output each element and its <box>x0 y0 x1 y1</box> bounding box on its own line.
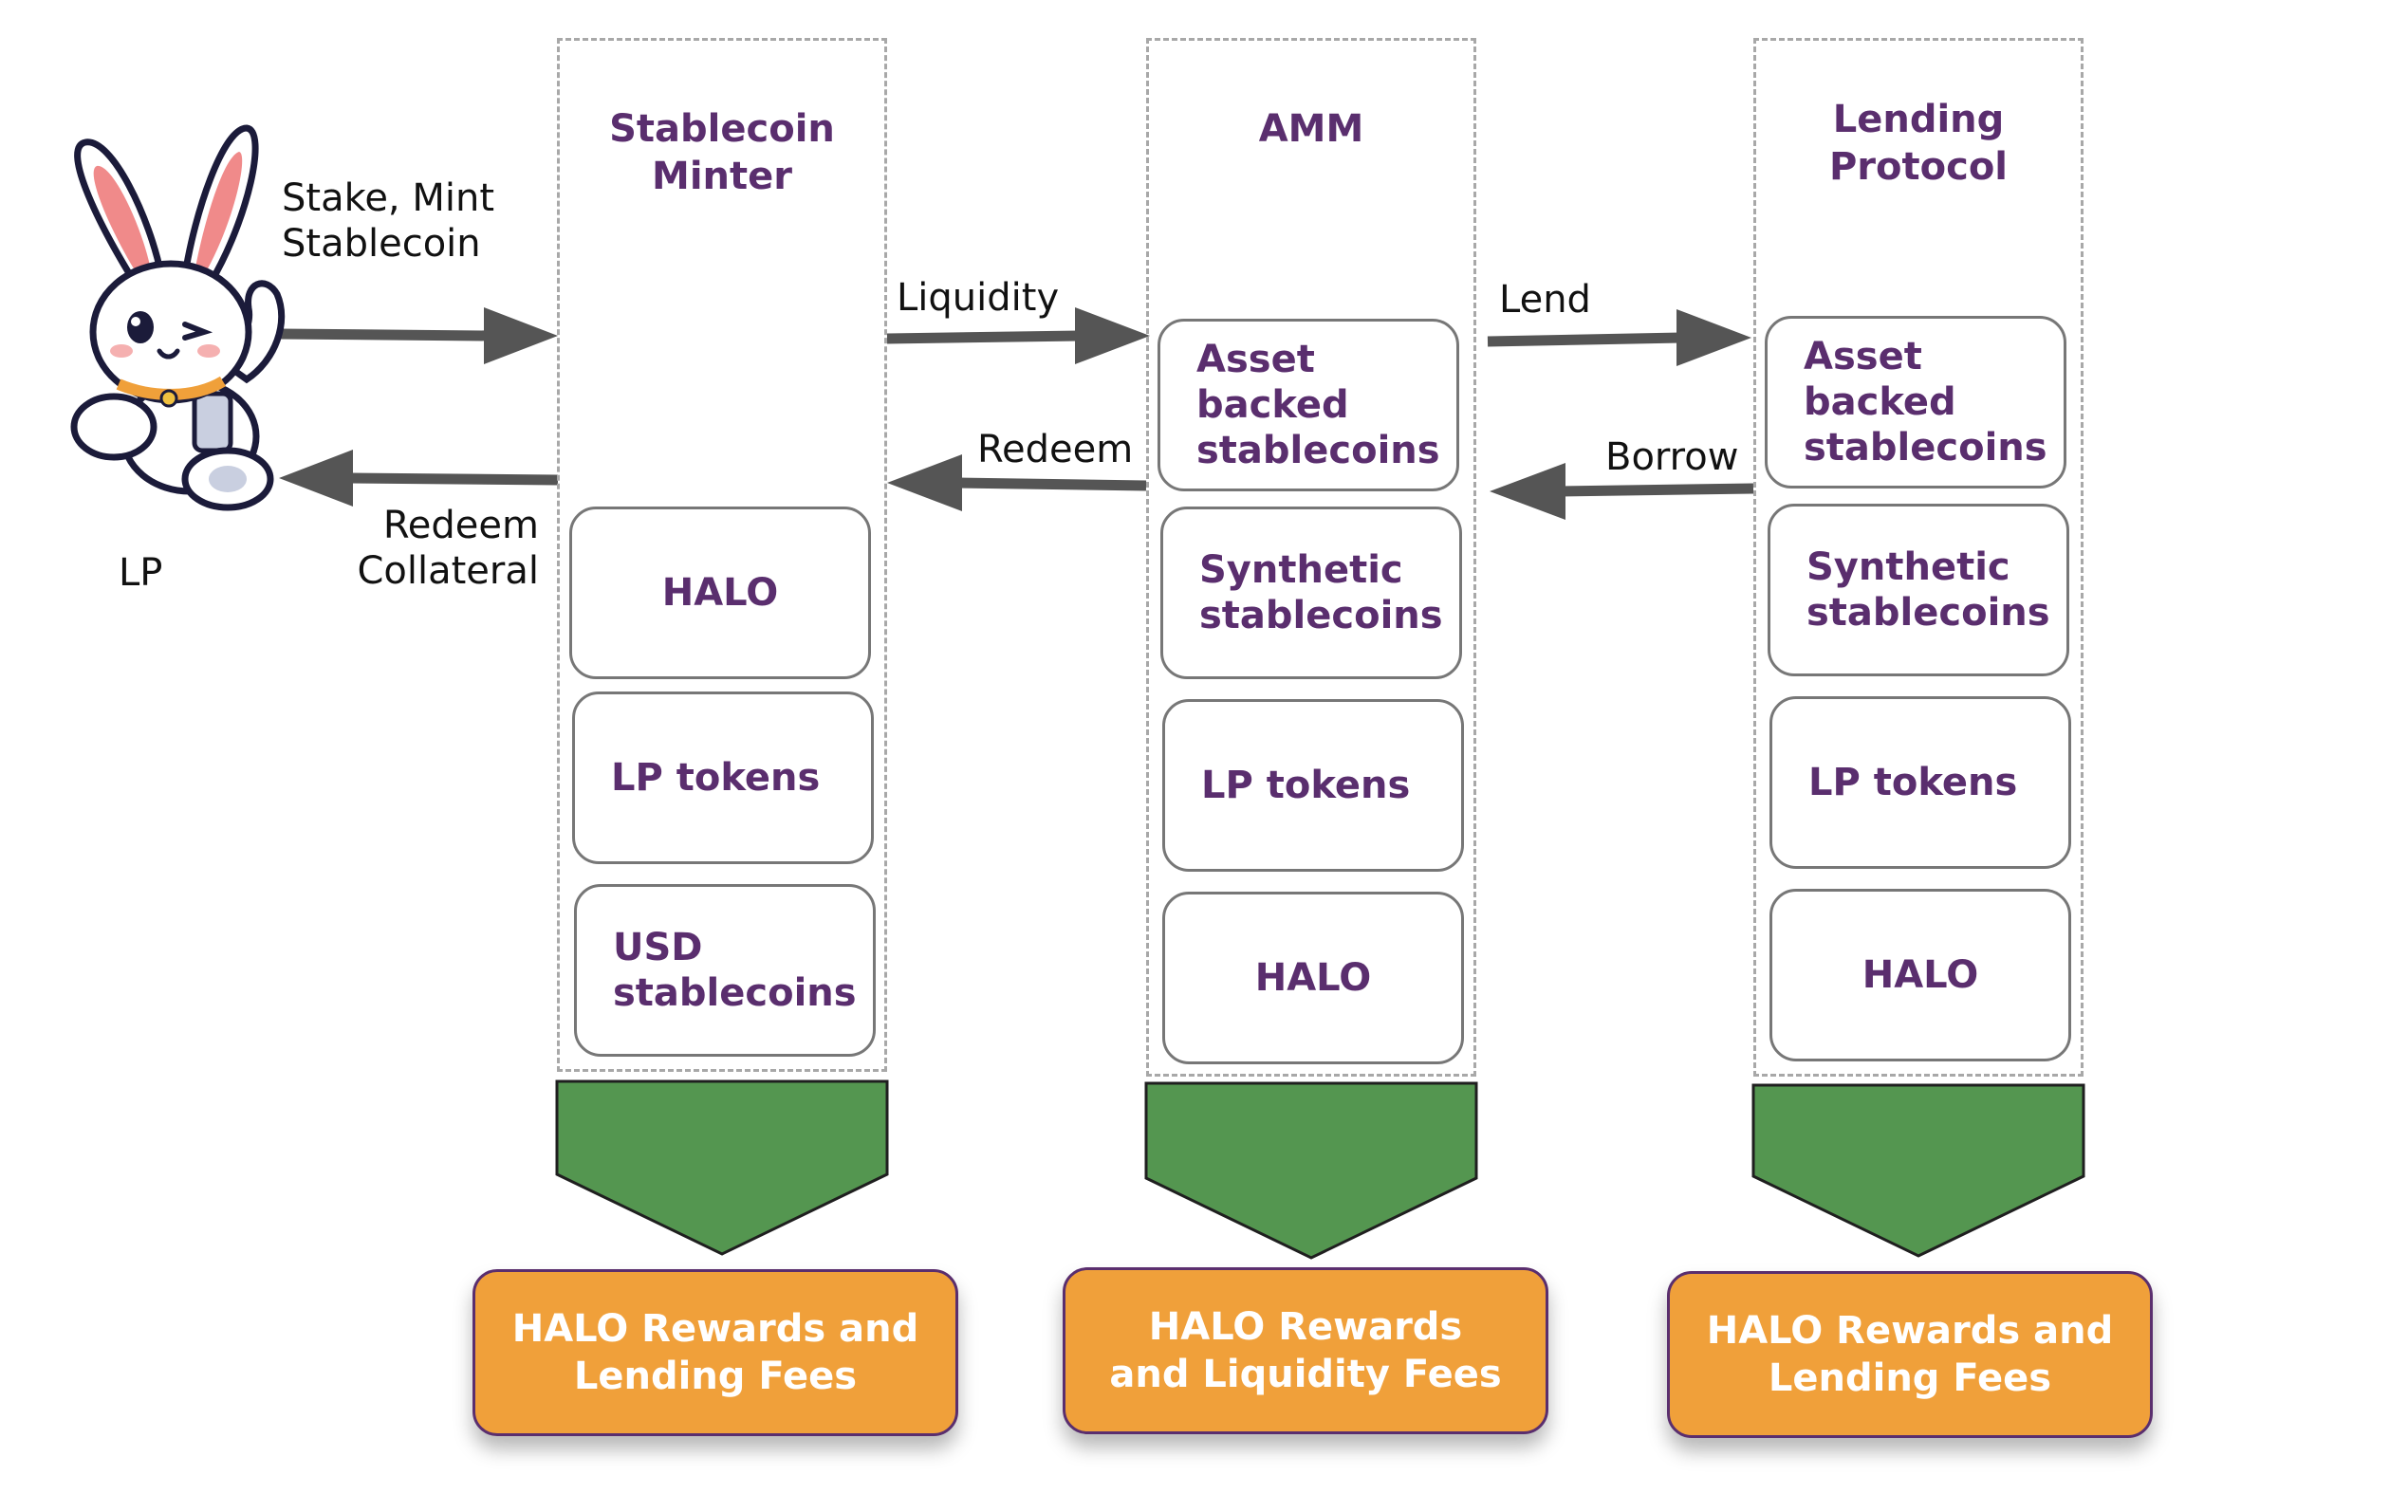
minter-item-label: USD stablecoins <box>613 926 857 1015</box>
redeem-arrow <box>887 454 1147 511</box>
lp-label: LP <box>119 551 163 595</box>
minter-item-lp-tokens: LP tokens <box>572 691 874 864</box>
amm-title: AMM <box>1258 107 1364 151</box>
lending-item-label: Asset backed stablecoins <box>1804 335 2047 470</box>
amm-item-label: Synthetic stablecoins <box>1199 548 1443 637</box>
bunny-mascot-icon <box>70 124 286 511</box>
minter-chevron <box>555 1079 889 1256</box>
minter-item-usd-stablecoins: USD stablecoins <box>574 884 876 1057</box>
lending-item-synthetic: Synthetic stablecoins <box>1768 504 2069 676</box>
liquidity-label: Liquidity <box>897 276 1060 320</box>
stake-arrow <box>279 307 558 364</box>
lending-item-label: LP tokens <box>1808 761 2018 804</box>
lending-item-label: HALO <box>1862 953 1979 997</box>
lending-item-halo: HALO <box>1769 889 2071 1061</box>
redeem-label: Redeem <box>977 428 1134 471</box>
borrow-arrow <box>1490 463 1754 520</box>
lending-item-asset-backed: Asset backed stablecoins <box>1765 316 2066 489</box>
amm-item-label: Asset backed stablecoins <box>1196 338 1440 472</box>
lending-protocol-column: Lending Protocol <box>1753 38 2084 1077</box>
minter-item-halo: HALO <box>569 507 871 679</box>
lending-item-label: Synthetic stablecoins <box>1806 545 2050 635</box>
lending-item-lp-tokens: LP tokens <box>1769 696 2071 869</box>
amm-chevron <box>1144 1081 1478 1260</box>
minter-reward-box: HALO Rewards and Lending Fees <box>472 1269 958 1436</box>
amm-column: AMM <box>1146 38 1476 1077</box>
lend-arrow <box>1487 309 1751 366</box>
amm-item-label: HALO <box>1254 956 1372 1000</box>
lending-chevron <box>1751 1083 2085 1258</box>
redeem-collateral-arrow <box>279 450 559 507</box>
amm-item-asset-backed: Asset backed stablecoins <box>1158 319 1459 491</box>
redeem-collateral-label: Redeem Collateral <box>357 504 539 593</box>
lend-label: Lend <box>1499 278 1591 322</box>
stablecoin-minter-title: Stablecoin Minter <box>609 107 835 198</box>
amm-reward-box: HALO Rewards and Liquidity Fees <box>1063 1267 1548 1434</box>
minter-item-label: LP tokens <box>611 756 821 800</box>
borrow-label: Borrow <box>1605 435 1739 479</box>
amm-item-lp-tokens: LP tokens <box>1162 699 1464 872</box>
amm-item-label: LP tokens <box>1201 764 1411 807</box>
amm-item-synthetic: Synthetic stablecoins <box>1160 507 1462 679</box>
liquidity-arrow <box>886 307 1150 364</box>
lending-protocol-title: Lending Protocol <box>1828 98 2009 189</box>
stablecoin-minter-column: Stablecoin Minter <box>557 38 887 1072</box>
minter-item-label: HALO <box>661 571 779 615</box>
stake-mint-label: Stake, Mint Stablecoin <box>282 176 495 266</box>
lending-reward-box: HALO Rewards and Lending Fees <box>1667 1271 2153 1438</box>
amm-item-halo: HALO <box>1162 892 1464 1064</box>
